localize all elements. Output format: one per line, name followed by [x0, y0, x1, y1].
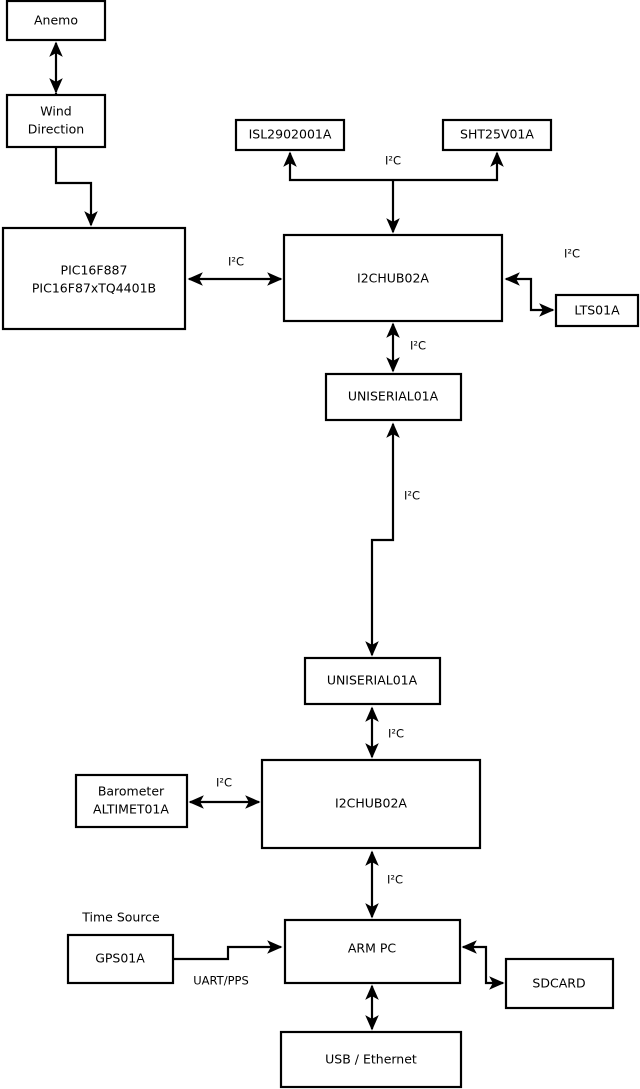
barometer-label-line2: ALTIMET01A [93, 802, 169, 817]
node-i2chub02a-bottom[interactable]: I2CHUB02A [260, 758, 482, 850]
connector-armpc-sdcard [461, 940, 505, 990]
uniserial01a-bottom-label: UNISERIAL01A [327, 673, 418, 688]
barometer-box[interactable] [74, 773, 189, 829]
sht25v01a-box[interactable] [441, 118, 553, 152]
isl2902001a-label: ISL2902001A [249, 127, 332, 142]
node-sht25v01a[interactable]: SHT25V01A [441, 118, 553, 152]
gps01a-box[interactable] [66, 933, 175, 985]
i2chub02a-top-label: I2CHUB02A [357, 271, 429, 286]
usb-ethernet-box[interactable] [279, 1030, 463, 1089]
edge-label-hubtop-uniserial: I²C [410, 339, 426, 353]
gps01a-label: GPS01A [95, 951, 145, 966]
pic-label-line1: PIC16F887 [61, 263, 128, 278]
node-anemo[interactable]: Anemo [5, 0, 107, 42]
edge-label-barometer-hubbottom: I²C [216, 776, 232, 790]
arm-pc-box[interactable] [283, 918, 462, 985]
time-source-label: Time Source [81, 910, 160, 925]
node-isl2902001a[interactable]: ISL2902001A [234, 118, 346, 152]
i2chub02a-bottom-label: I2CHUB02A [335, 796, 407, 811]
node-lts01a[interactable]: LTS01A [554, 293, 640, 328]
node-uniserial01a-top[interactable]: UNISERIAL01A [324, 372, 463, 422]
uniserial01a-bottom-box[interactable] [303, 656, 442, 706]
pic-box[interactable] [1, 226, 187, 331]
edge-label-hubbottom-armpc: I²C [387, 873, 403, 887]
edge-label-uniserialbottom-hubbottom: I²C [388, 727, 404, 741]
node-i2chub02a-top[interactable]: I2CHUB02A [282, 233, 504, 323]
node-gps01a[interactable]: GPS01A [66, 933, 175, 985]
arm-pc-label: ARM PC [348, 941, 397, 956]
isl2902001a-box[interactable] [234, 118, 346, 152]
node-barometer[interactable]: Barometer ALTIMET01A [74, 773, 189, 829]
connector-hubtop-lts [504, 272, 555, 317]
sht25v01a-label: SHT25V01A [460, 127, 534, 142]
lts01a-label: LTS01A [574, 303, 620, 318]
barometer-label-line1: Barometer [98, 784, 165, 799]
anemo-label: Anemo [34, 13, 78, 28]
edge-label-hubtop-lts: I²C [564, 247, 580, 261]
sdcard-box[interactable] [504, 957, 615, 1010]
edge-label-gps-armpc: UART/PPS [193, 974, 249, 988]
node-wind-direction[interactable]: Wind Direction [5, 93, 107, 149]
edge-label-pic-hubtop: I²C [228, 255, 244, 269]
lts01a-box[interactable] [554, 293, 640, 328]
wind-direction-label-line2: Direction [28, 122, 84, 137]
uniserial01a-top-box[interactable] [324, 372, 463, 422]
node-uniserial01a-bottom[interactable]: UNISERIAL01A [303, 656, 442, 706]
uniserial01a-top-label: UNISERIAL01A [348, 389, 439, 404]
connector-uniserial-link [365, 422, 400, 657]
connector-gps-armpc [172, 940, 283, 961]
i2chub02a-top-box[interactable] [282, 233, 504, 323]
node-sdcard[interactable]: SDCARD [504, 957, 615, 1010]
usb-ethernet-label: USB / Ethernet [325, 1052, 417, 1067]
node-usb-ethernet[interactable]: USB / Ethernet [279, 1030, 463, 1089]
node-arm-pc[interactable]: ARM PC [283, 918, 462, 985]
edge-label-hubtop-sensors: I²C [385, 154, 401, 168]
wind-direction-box[interactable] [5, 93, 107, 149]
sdcard-label: SDCARD [532, 976, 585, 991]
pic-label-line2: PIC16F87xTQ4401B [32, 281, 156, 296]
edge-label-uniserial-link: I²C [404, 489, 420, 503]
i2chub02a-bottom-box[interactable] [260, 758, 482, 850]
wind-direction-label-line1: Wind [40, 104, 71, 119]
anemo-box[interactable] [5, 0, 107, 42]
node-pic[interactable]: PIC16F887 PIC16F87xTQ4401B [1, 226, 187, 331]
